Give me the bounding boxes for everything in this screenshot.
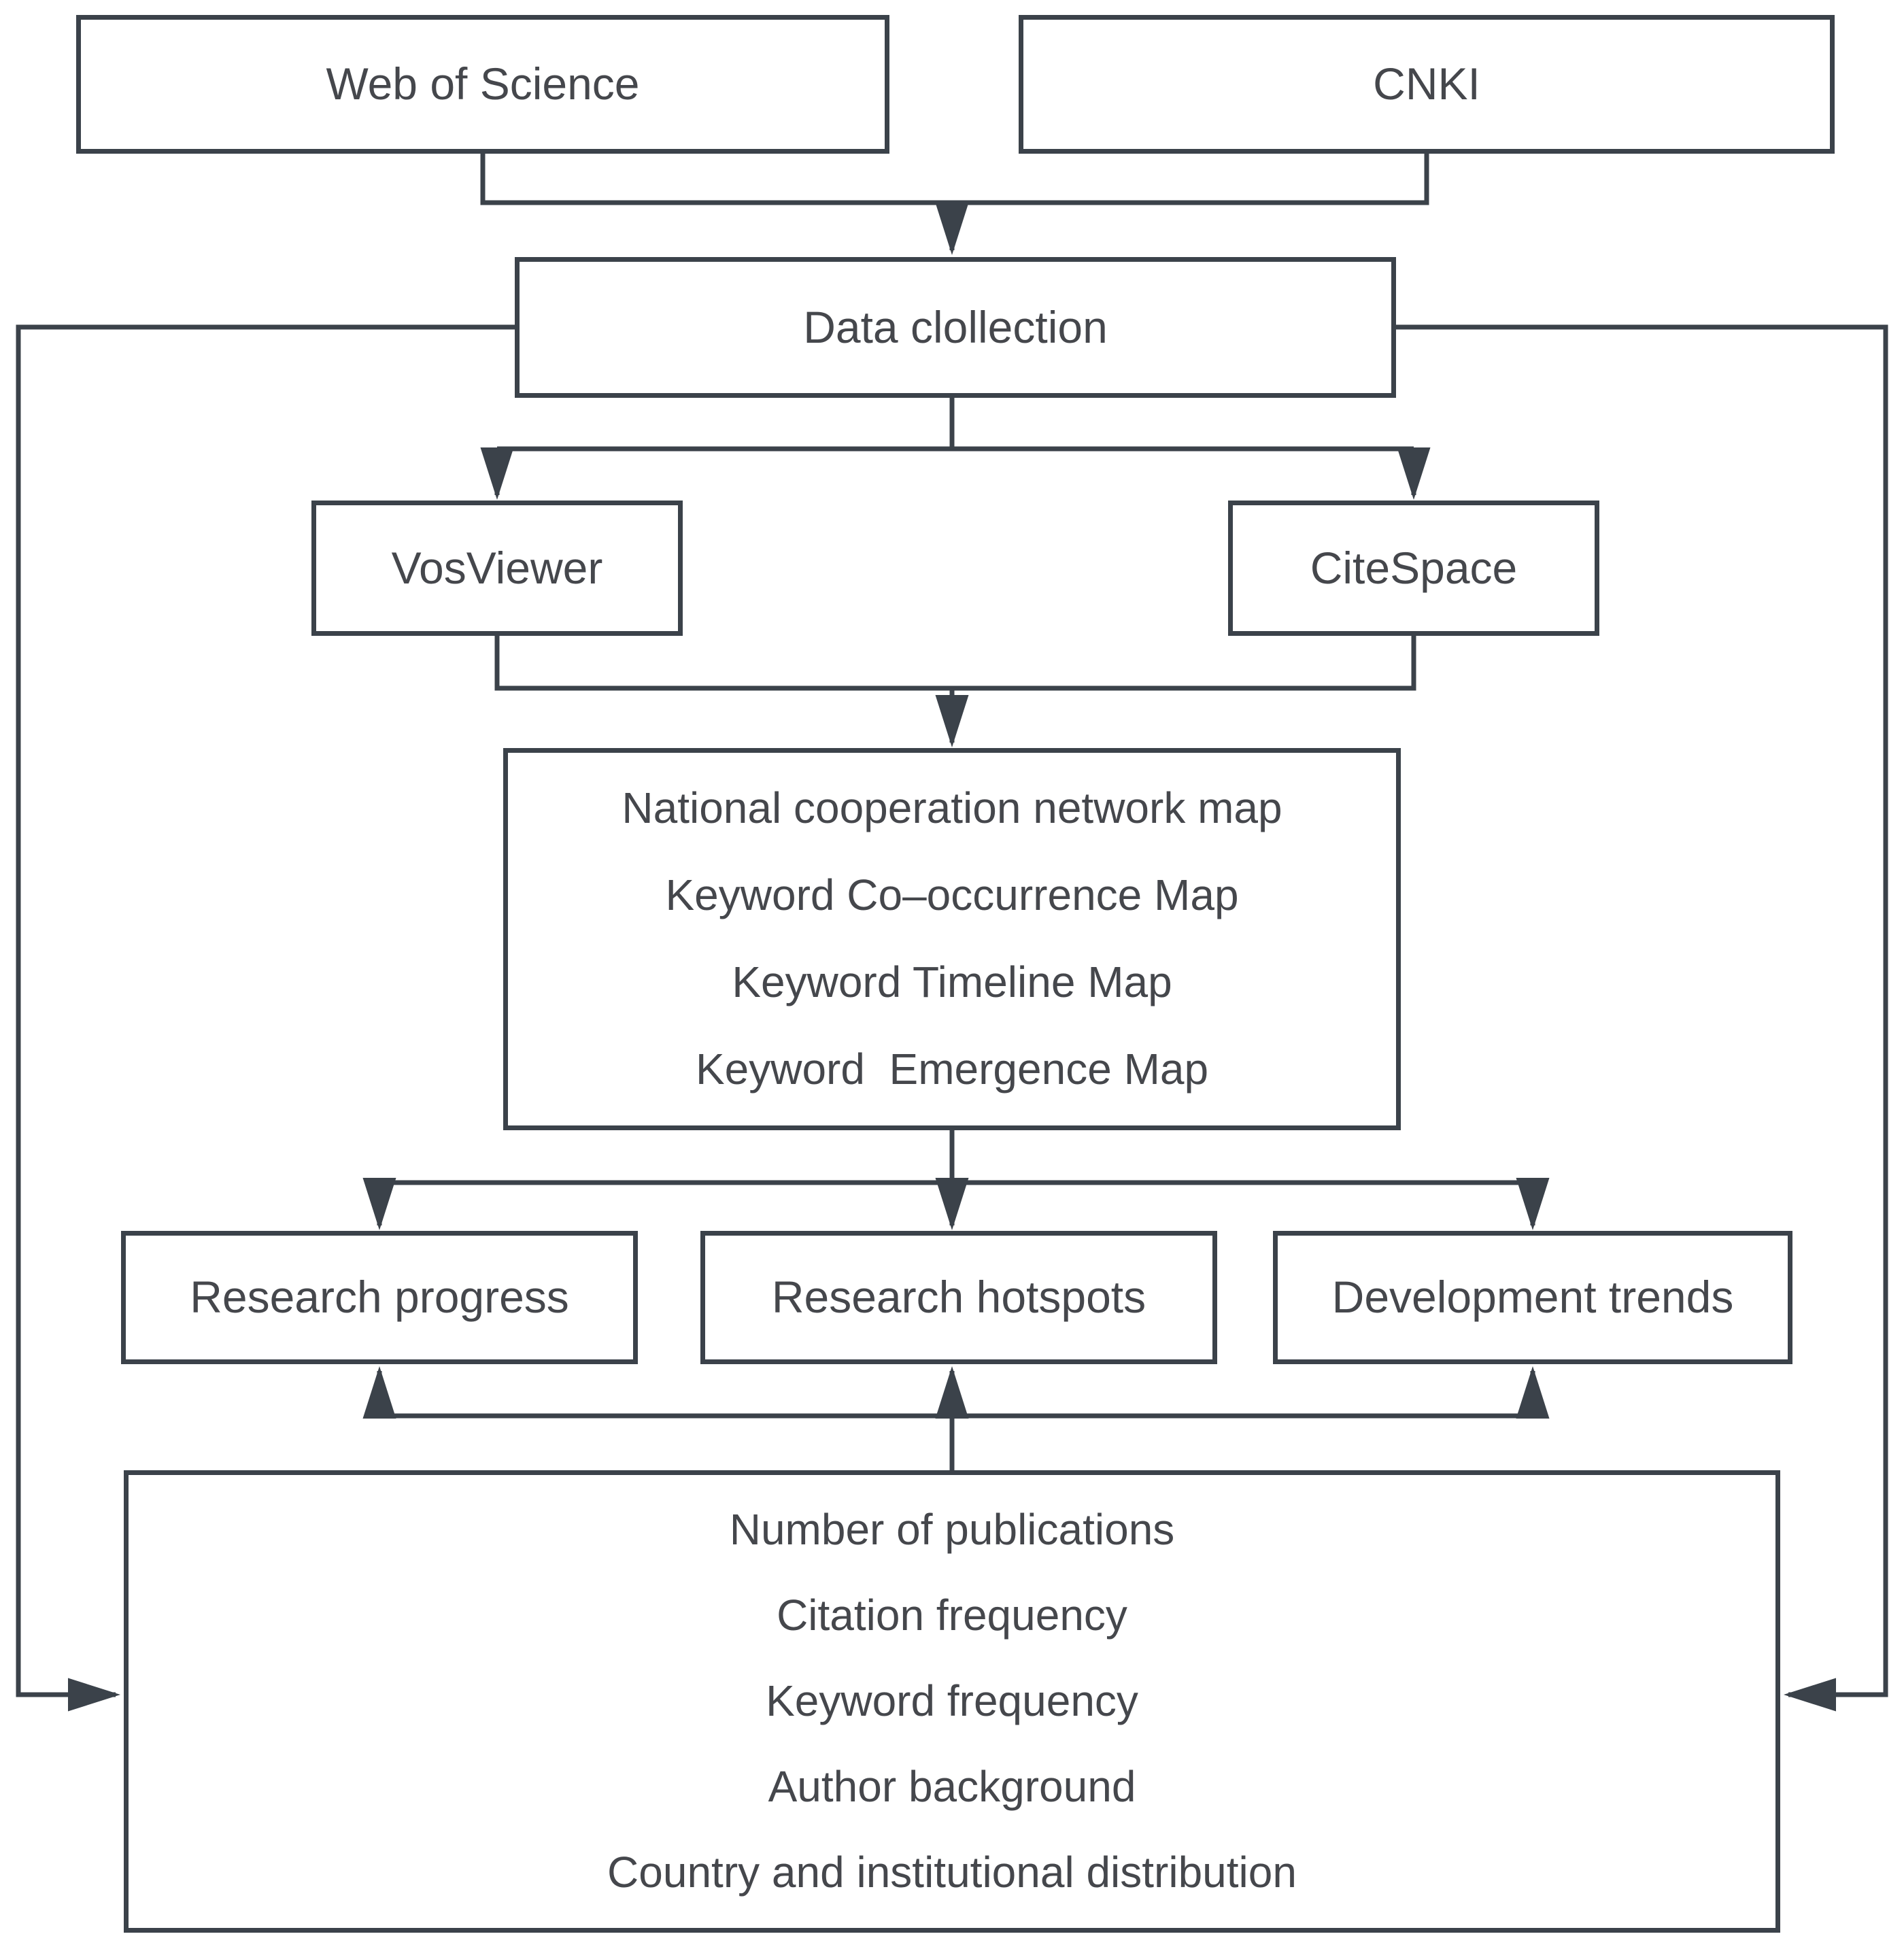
metrics-line-country-institutional: Country and institutional distribution [607,1848,1297,1897]
metrics-line-keyword-frequency: Keyword frequency [766,1676,1138,1726]
maps-line-national-cooperation: National cooperation network map [622,783,1282,833]
node-label: Research progress [190,1272,569,1323]
node-label: Development trends [1331,1272,1734,1323]
maps-line-keyword-emergence: Keyword Emergence Map [695,1045,1209,1094]
node-metrics: Number of publications Citation frequenc… [124,1470,1780,1933]
connector-vosviewer-to-merge [494,636,952,691]
connector-left-rail [16,324,515,1712]
node-label: VosViewer [391,542,603,593]
node-cnki: CNKI [1019,15,1835,154]
connector-citespace-to-merge [952,636,1416,691]
node-label: CNKI [1373,58,1480,109]
node-development-trends: Development trends [1273,1231,1792,1364]
metrics-line-citation-frequency: Citation frequency [777,1591,1127,1640]
node-research-progress: Research progress [121,1231,638,1364]
node-label: Research hotspots [771,1272,1146,1323]
node-label: CiteSpace [1310,542,1518,593]
node-label: Data clollection [803,301,1108,352]
metrics-line-number-of-publications: Number of publications [729,1505,1175,1555]
connector-right-rail [1396,324,1888,1712]
node-research-hotspots: Research hotspots [700,1231,1217,1364]
metrics-line-author-background: Author background [768,1762,1136,1812]
node-vosviewer: VosViewer [311,501,683,636]
node-web-of-science: Web of Science [76,15,889,154]
connector-cnki-to-junction [952,154,1429,205]
node-citespace: CiteSpace [1228,501,1599,636]
maps-line-keyword-cooccurrence: Keyword Co–occurrence Map [665,870,1239,920]
node-analysis-maps: National cooperation network map Keyword… [503,748,1401,1130]
node-label: Web of Science [326,58,640,109]
connector-wos-to-junction [480,154,952,205]
node-data-collection: Data clollection [515,257,1396,398]
maps-line-keyword-timeline: Keyword Timeline Map [732,957,1172,1007]
